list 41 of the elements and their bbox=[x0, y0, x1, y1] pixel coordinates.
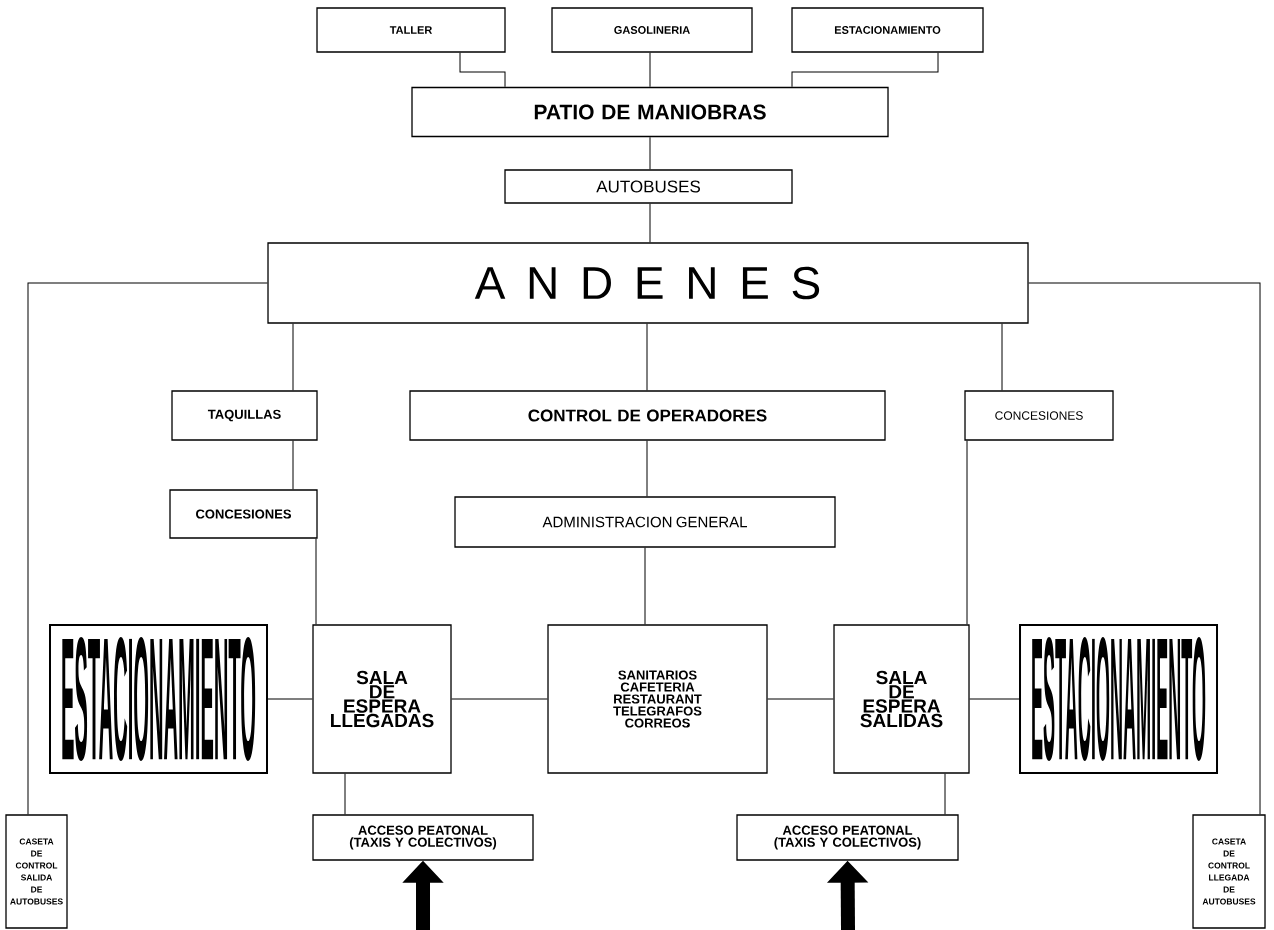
label-box: ESTACIONAMIENTO bbox=[791, 7, 984, 53]
connector-line bbox=[791, 52, 939, 88]
connector-line bbox=[646, 323, 648, 391]
connector-line bbox=[27, 282, 268, 815]
label-box: ACCESO PEATONAL (TAXIS Y COLECTIVOS) bbox=[312, 814, 534, 861]
connector-line bbox=[1001, 323, 1003, 391]
connector-line bbox=[344, 773, 346, 815]
label-box: TALLER bbox=[316, 7, 506, 53]
label-box: CONCESIONES bbox=[964, 390, 1114, 441]
label-box: GASOLINERIA bbox=[551, 7, 753, 53]
connector-line bbox=[767, 698, 834, 700]
area-box: CASETA DE CONTROL SALIDA DE AUTOBUSES bbox=[5, 814, 68, 929]
label-box: PATIO DE MANIOBRAS bbox=[411, 86, 889, 138]
connector-line bbox=[644, 547, 646, 625]
connector-line bbox=[966, 440, 968, 625]
connector-line bbox=[1028, 282, 1261, 815]
label-box: AUTOBUSES bbox=[504, 169, 793, 204]
connector-line bbox=[649, 52, 651, 88]
area-box: SALA DE ESPERA SALIDAS bbox=[833, 624, 970, 774]
connector-line bbox=[646, 440, 648, 497]
label-box: TAQUILLAS bbox=[171, 390, 318, 441]
label-box: CONCESIONES bbox=[169, 489, 318, 539]
area-box: SALA DE ESPERA LLEGADAS bbox=[312, 624, 452, 774]
connector-line bbox=[292, 440, 294, 490]
connector-line bbox=[649, 136, 651, 170]
connector-line bbox=[944, 773, 946, 815]
label-box: ADMINISTRACION GENERAL bbox=[454, 496, 836, 548]
connector-line bbox=[451, 698, 548, 700]
connector-line bbox=[267, 698, 313, 700]
platform-box: A N D E N E S bbox=[267, 242, 1029, 324]
connector-line bbox=[459, 52, 506, 88]
label-box: ACCESO PEATONAL (TAXIS Y COLECTIVOS) bbox=[736, 814, 959, 861]
connector-line bbox=[315, 538, 317, 625]
connector-line bbox=[969, 698, 1020, 700]
area-box: SANITARIOS CAFETERIA RESTAURANT TELEGRAFOS CORREOS bbox=[547, 624, 768, 774]
area-box: CASETA DE CONTROL LLEGADA DE AUTOBUSES bbox=[1192, 814, 1266, 929]
parking-box: ESTACIONAMIENTO bbox=[49, 624, 268, 774]
parking-box: ESTACIONAMIENTO bbox=[1019, 624, 1218, 774]
connector-line bbox=[292, 323, 294, 391]
label-box: CONTROL DE OPERADORES bbox=[409, 390, 886, 441]
connector-line bbox=[649, 203, 651, 243]
